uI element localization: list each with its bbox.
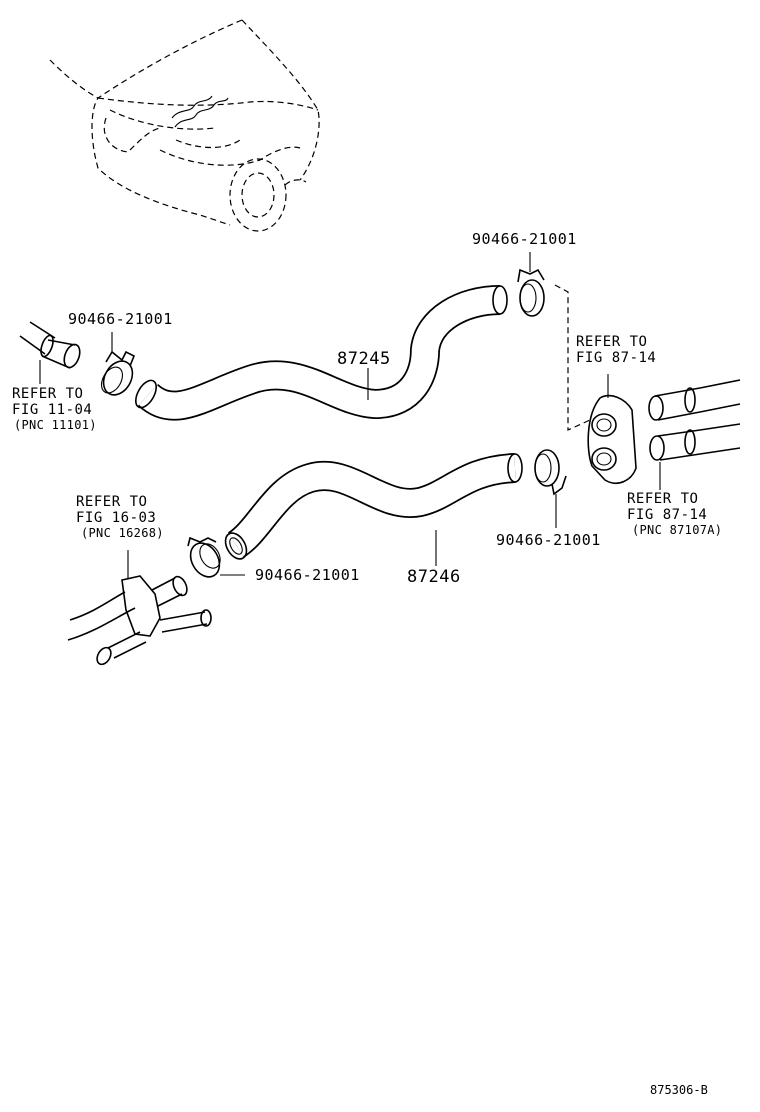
hose-87245-label: 87245 <box>337 349 391 369</box>
ref-left-line1: REFER TO <box>12 386 83 402</box>
clamp-upper-left <box>100 350 136 396</box>
clamp-lower-left <box>187 536 221 578</box>
clamp-upper-right <box>517 268 545 317</box>
car-location-icon <box>49 19 320 232</box>
ref-pipes-line2: FIG 87-14 <box>627 507 707 523</box>
ref-left-line3: (PNC 11101) <box>14 418 97 432</box>
ref-pipes-line1: REFER TO <box>627 491 698 507</box>
ref-grommet-line2: FIG 87-14 <box>576 350 656 366</box>
water-valve-icon <box>67 575 212 666</box>
ref-left-line2: FIG 11-04 <box>12 402 92 418</box>
ref-valve-line3: (PNC 16268) <box>81 526 164 540</box>
clamp-lower-left-label: 90466-21001 <box>255 566 360 584</box>
ref-valve-line2: FIG 16-03 <box>76 510 156 526</box>
clamp-upper-left-label: 90466-21001 <box>68 310 173 328</box>
clamp-lower-right-label: 90466-21001 <box>496 531 601 549</box>
hose-87246-label: 87246 <box>407 567 461 587</box>
grommet-icon <box>554 284 637 484</box>
left-pipe-icon <box>19 321 81 369</box>
hose-87246 <box>224 453 523 560</box>
ref-grommet-line1: REFER TO <box>576 334 647 350</box>
clamp-lower-right <box>534 449 567 496</box>
clamp-upper-right-label: 90466-21001 <box>472 230 577 248</box>
heater-pipes-icon <box>648 379 741 461</box>
figure-ref: 875306-B <box>650 1083 708 1097</box>
ref-pipes-line3: (PNC 87107A) <box>632 523 722 537</box>
ref-valve-line1: REFER TO <box>76 494 147 510</box>
hose-87245 <box>134 285 508 421</box>
